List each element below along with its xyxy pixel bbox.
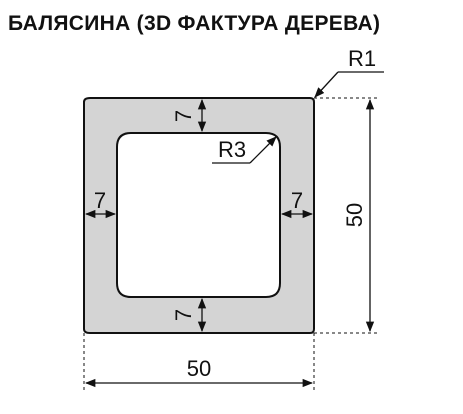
inner-radius-label: R3	[218, 137, 246, 162]
height-dimension-label: 50	[342, 203, 367, 227]
wall-top-dimension-label: 7	[171, 110, 196, 122]
extension-lines	[83, 97, 378, 392]
inner-radius-leader	[249, 136, 277, 164]
outer-radius-label: R1	[348, 46, 376, 71]
wall-left-dimension-label: 7	[94, 188, 106, 213]
diagram-title: БАЛЯСИНА (3D ФАКТУРА ДЕРЕВА)	[8, 12, 381, 35]
profile-section	[83, 97, 315, 334]
outer-radius-leader	[314, 71, 339, 98]
width-dimension-label: 50	[187, 356, 211, 381]
wall-right-dimension-label: 7	[291, 188, 303, 213]
wall-bottom-dimension-label: 7	[171, 309, 196, 321]
